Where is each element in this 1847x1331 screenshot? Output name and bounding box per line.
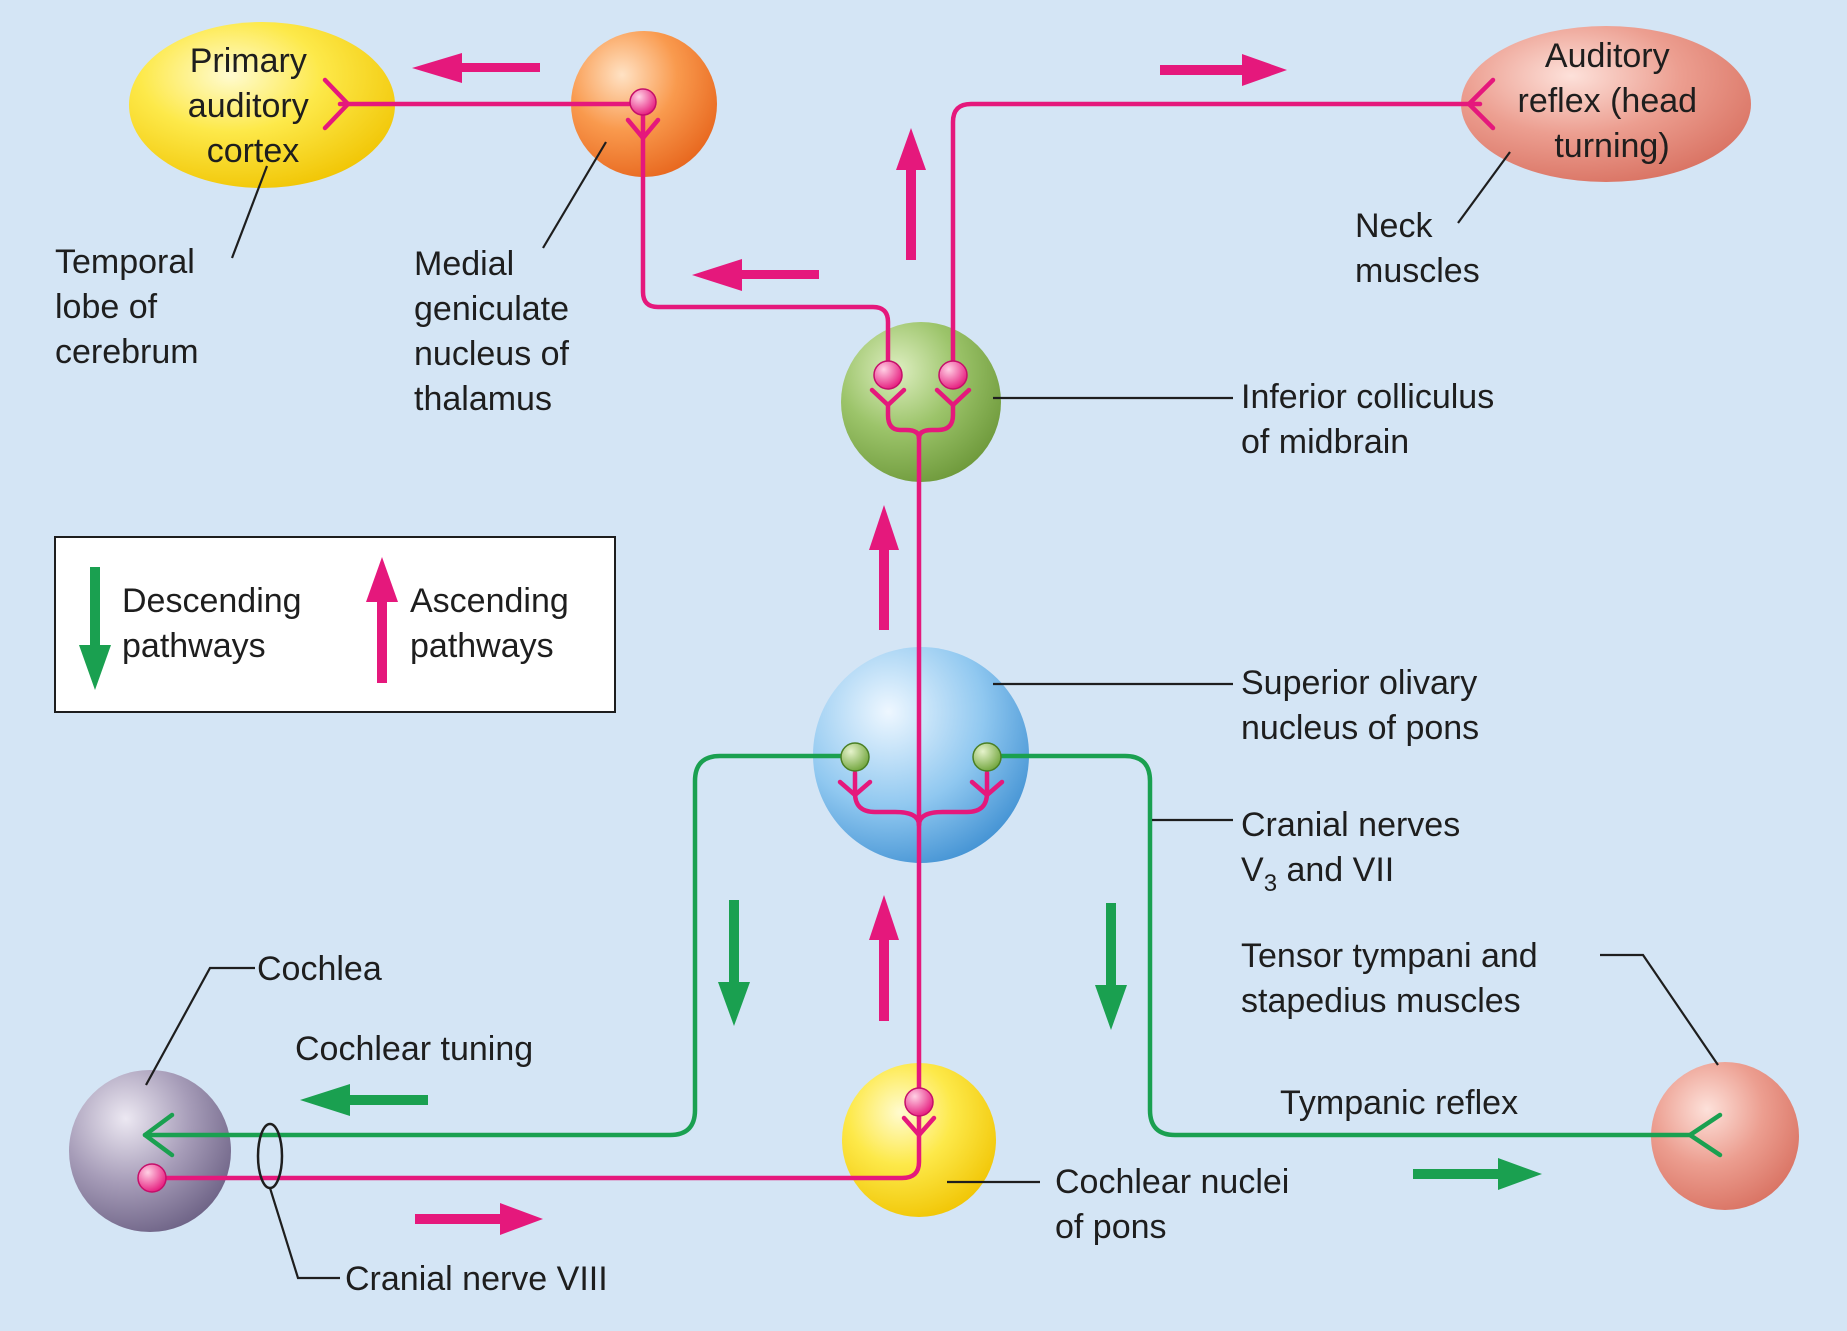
arrow-up-son-to-ic bbox=[869, 505, 899, 630]
arrow-to-mgn bbox=[692, 259, 819, 291]
label-superior-olivary: Superior olivary nucleus of pons bbox=[1241, 664, 1487, 747]
arrow-up-ic-to-reflex bbox=[896, 128, 926, 260]
auditory-reflex-target bbox=[1461, 26, 1751, 182]
label-cochlear-tuning: Cochlear tuning bbox=[295, 1030, 533, 1068]
cochlea bbox=[69, 1070, 231, 1232]
inferior-colliculus bbox=[841, 322, 1001, 482]
arrow-to-reflex bbox=[1160, 54, 1287, 86]
legend-box bbox=[54, 536, 616, 713]
legend-descending-arrow bbox=[79, 567, 111, 690]
arrow-cochlea-to-cn bbox=[415, 1203, 543, 1235]
label-cochlear-nuclei: Cochlear nuclei of pons bbox=[1055, 1163, 1299, 1246]
label-cochlea: Cochlea bbox=[257, 950, 382, 988]
arrow-down-right bbox=[1095, 903, 1127, 1030]
label-neck-muscles: Neck muscles bbox=[1355, 207, 1480, 290]
arrow-to-cortex bbox=[412, 53, 540, 83]
legend: Descending pathways Ascending pathways bbox=[54, 536, 616, 713]
synapse-terminals bbox=[137, 88, 1005, 1193]
legend-ascending-arrow bbox=[366, 557, 398, 683]
arrow-cochlear-tuning bbox=[300, 1084, 428, 1116]
ascending-pathways bbox=[147, 77, 1496, 1181]
label-tympanic-reflex: Tympanic reflex bbox=[1280, 1084, 1518, 1122]
legend-ascending-label: Ascending pathways bbox=[410, 582, 578, 665]
label-temporal-lobe: Temporal lobe of cerebrum bbox=[55, 243, 204, 371]
primary-auditory-cortex bbox=[129, 22, 395, 188]
label-medial-geniculate: Medial geniculate nucleus of thalamus bbox=[414, 245, 578, 418]
leader-lines bbox=[145, 141, 1719, 1280]
descending-pathways bbox=[142, 753, 1723, 1158]
arrow-tympanic-reflex bbox=[1413, 1158, 1542, 1190]
legend-descending-label: Descending pathways bbox=[122, 582, 311, 665]
label-cranial-nerve-viii: Cranial nerve VIII bbox=[345, 1260, 608, 1298]
label-primary-auditory-cortex: Primary auditory cortex bbox=[188, 42, 318, 170]
arrow-down-left bbox=[718, 900, 750, 1026]
label-auditory-reflex: Auditory reflex (head turning) bbox=[1518, 37, 1707, 165]
arrow-up-cn-to-son bbox=[869, 895, 899, 1021]
tympanic-muscles bbox=[1651, 1062, 1799, 1210]
label-cranial-nerves-v3-vii: Cranial nerves V3 and VII bbox=[1241, 806, 1470, 897]
direction-arrows bbox=[300, 53, 1542, 1235]
label-tensor-tympani: Tensor tympani and stapedius muscles bbox=[1241, 937, 1547, 1020]
label-inferior-colliculus: Inferior colliculus of midbrain bbox=[1241, 378, 1504, 461]
